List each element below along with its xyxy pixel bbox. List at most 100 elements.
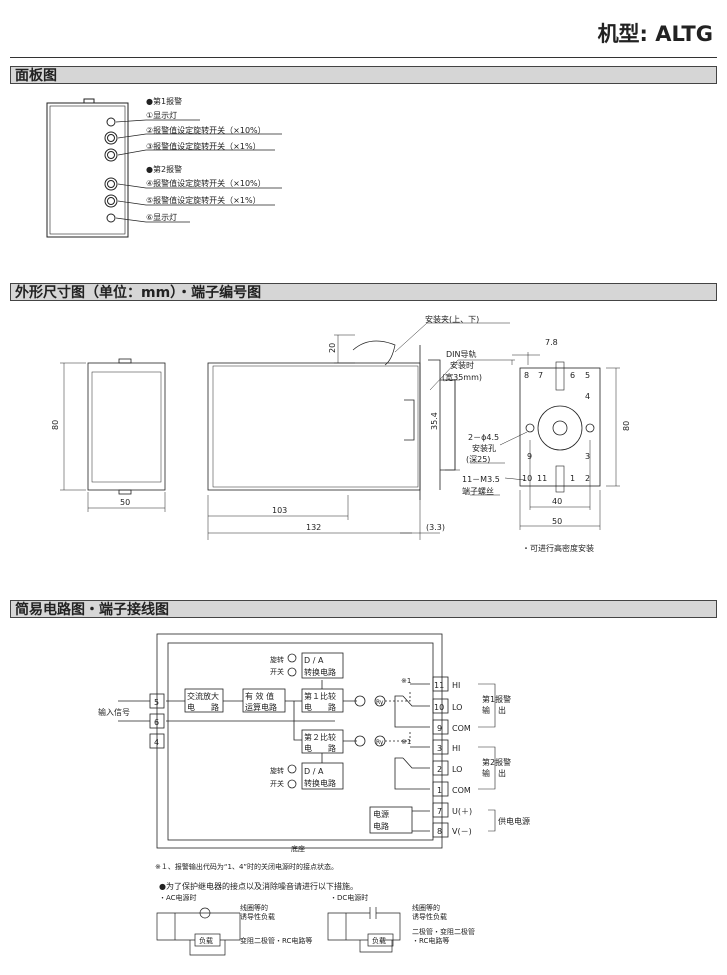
circuit-base: 底座	[291, 844, 305, 853]
circuit-in_terminals-0: 5	[154, 698, 159, 707]
circuit-out_terminals-1-num: 10	[434, 703, 444, 712]
dimensions-clip_height: 20	[328, 343, 337, 353]
protection-heading: ●为了保护继电器的接点以及消除噪音请进行以下措施。	[159, 881, 358, 891]
dimensions-front_width: 50	[120, 498, 130, 507]
dimensions-socket_terminals-1: 7	[538, 371, 543, 380]
circuit-out_terminals-2-num: 9	[437, 724, 442, 733]
circuit-comp2-1: 电 路	[304, 743, 336, 753]
rotary-switch-icon	[104, 148, 118, 162]
circuit-out_terminals-4-label: LO	[452, 765, 462, 774]
circuit-power_circuit-1: 电路	[373, 821, 389, 831]
protection-dc_device-0: 二极管・变阻二极管	[412, 927, 475, 936]
dimensions-socket_terminals-10: 2	[585, 474, 590, 483]
dimensions-rail_offset: (3.3)	[426, 523, 445, 532]
rotary-switch-icon	[104, 177, 118, 191]
circuit-da-1: 转换电路	[304, 778, 336, 788]
circuit-rms-0: 有 效 值	[245, 691, 274, 701]
dimensions-front_height: 80	[51, 420, 60, 430]
dimensions-clip_label: 安装夹(上、下)	[425, 314, 479, 324]
circuit-footnote: ※１、报警输出代码为“1、4”时的关闭电源时的接点状态。	[155, 862, 338, 871]
section-circuit: 简易电路图・端子接线图	[10, 600, 717, 618]
circuit-out_terminals-5-label: COM	[452, 786, 471, 795]
circuit-power_supply: 供电电源	[498, 816, 530, 826]
led-icon	[354, 695, 366, 707]
panel-alarm2: ●第2报警	[146, 164, 182, 174]
panel-item3: ③报警值设定旋转开关（×1%）	[146, 141, 261, 151]
circuit-out_terminals-6-num: 7	[437, 807, 442, 816]
protection-diagrams: ●为了保护继电器的接点以及消除噪音请进行以下措施。 ・AC电源时 ・DC电源时 …	[156, 881, 475, 956]
dimensions-socket_terminals-5: 9	[527, 452, 532, 461]
circuit-in_terminals-2: 4	[154, 738, 159, 747]
dimensions-hole_label-0: 2－ϕ4.5	[468, 433, 499, 442]
circuit-out_terminals-7-num: 8	[437, 827, 442, 836]
dimension-drawing: 80 50 20 10 3 132 (3.3) 35.4 安装夹(上、下) DIN…	[51, 314, 631, 553]
section-dimensions: 外形尺寸图（单位：mm）・端子编号图	[10, 283, 717, 301]
led-icon	[354, 735, 366, 747]
panel-body	[46, 102, 129, 238]
dimensions-socket_terminals-6: 3	[585, 452, 590, 461]
circuit-da-0: D / A	[304, 767, 324, 776]
panel-alarm1: ●第1报警	[146, 96, 182, 106]
dimensions-socket_width: 50	[552, 517, 562, 526]
protection-inductive-0: 线圈等的	[240, 903, 268, 912]
circuit-out_terminals-3-label: HI	[452, 744, 460, 753]
panel-diagram: ●第1报警 ①显示灯 ②报警值设定旋转开关（×10%） ③报警值设定旋转开关（×…	[46, 96, 282, 238]
circuit-comp1-1: 电 路	[304, 702, 336, 712]
panel-item2: ②报警值设定旋转开关（×10%）	[146, 125, 266, 135]
dimensions-din_label-0: DIN导轨	[446, 349, 477, 359]
circuit-out_terminals-3-num: 3	[437, 744, 442, 753]
circuit-note_mark: ※1	[401, 677, 411, 685]
protection-inductive-0: 线圈等的	[412, 903, 440, 912]
circuit-rotary-0: 旋转	[270, 655, 284, 664]
circuit-alarm2_out-0: 第2报警	[482, 757, 511, 767]
dimensions-socket_height: 80	[622, 421, 631, 431]
panel-item6: ⑥显示灯	[146, 212, 177, 222]
circuit-out_terminals-5-num: 1	[437, 786, 442, 795]
circuit-out_terminals-2-label: COM	[452, 724, 471, 733]
circuit-power_circuit-0: 电源	[373, 809, 389, 819]
dimensions-din_label-1: 安装时	[450, 360, 474, 370]
circuit-out_terminals-0-num: 11	[434, 681, 444, 690]
side-view	[207, 362, 421, 491]
circuit-comp2-0: 第２比较	[304, 732, 336, 742]
dimensions-socket_terminals-3: 5	[585, 371, 590, 380]
dimensions-socket_terminals-7: 10	[522, 474, 532, 483]
circuit-ry: Ry	[376, 699, 384, 706]
circuit-rms-1: 运算电路	[245, 702, 277, 712]
circuit-rotary-0: 旋转	[270, 766, 284, 775]
circuit-rotary-1: 开关	[270, 779, 284, 788]
dimensions-note: ・可进行高密度安装	[522, 543, 594, 553]
indicator-lamp-icon	[106, 213, 116, 223]
panel-item5: ⑤报警值设定旋转开关（×1%）	[146, 195, 261, 205]
panel-item1: ①显示灯	[146, 110, 177, 120]
dimensions-socket_pitch: 7.8	[545, 338, 558, 347]
circuit-da-1: 转换电路	[304, 667, 336, 677]
title-divider	[10, 57, 717, 58]
dimensions-rail_height: 35.4	[430, 412, 439, 430]
dimensions-total_depth: 132	[306, 523, 321, 532]
dimensions-screw_label-1: 端子螺丝	[462, 486, 494, 496]
dimensions-socket_terminals-8: 11	[537, 474, 547, 483]
protection-inductive-1: 诱导性负载	[240, 912, 275, 921]
circuit-out_terminals-4-num: 2	[437, 765, 442, 774]
panel-item4: ④报警值设定旋转开关（×10%）	[146, 178, 266, 188]
protection-ac_device: 变阻二极管・RC电路等	[240, 936, 312, 945]
section-panel: 面板图	[10, 66, 717, 84]
protection-dc_device-1: ・RC电路等	[412, 936, 449, 945]
circuit-in_terminals-1: 6	[154, 718, 159, 727]
socket-view	[470, 352, 620, 530]
dimensions-din_label-2: (宽35mm)	[442, 372, 482, 382]
circuit-out_terminals-0-label: HI	[452, 681, 460, 690]
circuit-input_label: 输入信号	[98, 707, 130, 717]
circuit-alarm1_out-1: 输 出	[482, 705, 506, 715]
dimensions-socket_hole_pitch: 40	[552, 497, 562, 506]
rotary-switch-icon	[104, 131, 118, 145]
dimensions-socket_terminals-4: 4	[585, 392, 590, 401]
model-title: 机型: ALTG	[597, 22, 713, 46]
circuit-out_terminals-6-label: U(＋)	[452, 807, 472, 816]
circuit-comp1-0: 第１比较	[304, 691, 336, 701]
protection-ac: ・AC电源时	[159, 893, 197, 902]
protection-inductive-1: 诱导性负载	[412, 912, 447, 921]
circuit-rotary-1: 开关	[270, 667, 284, 676]
